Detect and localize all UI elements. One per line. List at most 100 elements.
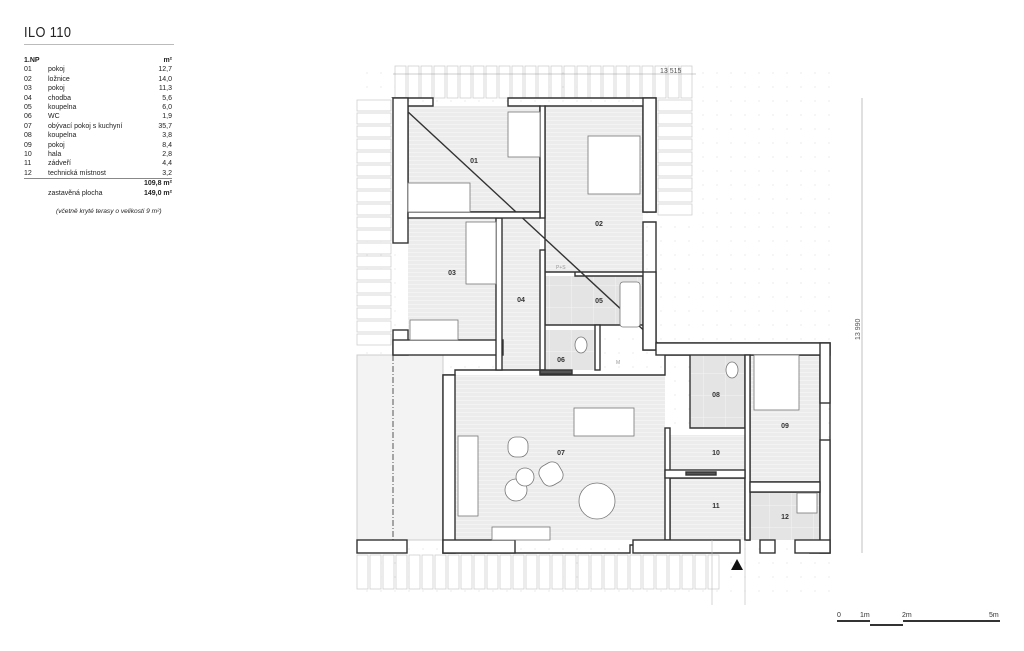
legend-room-area: 3,8 — [162, 132, 172, 140]
built-area-label: zastavěná plocha — [48, 189, 103, 197]
bed — [587, 135, 641, 195]
scale-label-2m: 2m — [902, 612, 912, 619]
deck-plank — [433, 65, 446, 99]
legend-room-num: 05 — [24, 104, 32, 112]
deck-plank — [511, 65, 524, 99]
legend-room-num: 11 — [24, 160, 32, 168]
title-divider — [24, 44, 174, 45]
toilet — [725, 361, 739, 379]
deck-plank — [657, 112, 693, 125]
legend-room-area: 14,0 — [158, 75, 172, 83]
deck-plank — [657, 203, 693, 216]
deck-plank — [420, 65, 433, 99]
kitchen-island — [573, 407, 635, 437]
legend-room-num: 09 — [24, 141, 32, 149]
room-number-label: 06 — [557, 357, 565, 364]
deck-plank — [356, 320, 392, 333]
deck-plank — [615, 65, 628, 99]
terrace-note: (včetně kryté terasy o velikosti 9 m²) — [56, 208, 162, 215]
legend-room-num: 10 — [24, 151, 32, 159]
room-number-label: 04 — [517, 297, 525, 304]
deck-plank — [537, 65, 550, 99]
sofa — [457, 435, 479, 517]
desk — [507, 111, 541, 158]
legend-room-name: pokoj — [48, 141, 65, 149]
bed — [407, 182, 471, 213]
deck-plank — [657, 190, 693, 203]
deck-plank — [394, 65, 407, 99]
deck-plank — [589, 65, 602, 99]
terrace-decking — [356, 65, 720, 590]
deck-plank — [356, 112, 392, 125]
legend-room-name: hala — [48, 151, 62, 159]
deck-plank — [382, 554, 395, 590]
deck-plank — [628, 65, 641, 99]
legend-room-num: 07 — [24, 122, 32, 130]
deck-plank — [356, 281, 392, 294]
legend-room-num: 06 — [24, 113, 32, 121]
room-number-label: 09 — [781, 423, 789, 430]
scale-label-1m: 1m — [860, 612, 870, 619]
deck-plank — [655, 554, 668, 590]
deck-plank — [499, 554, 512, 590]
deck-plank — [356, 164, 392, 177]
deck-plank — [473, 554, 486, 590]
deck-plank — [654, 65, 667, 99]
deck-plank — [498, 65, 511, 99]
legend-room-name: chodba — [48, 94, 71, 102]
room-number-label: 08 — [712, 392, 720, 399]
furniture — [407, 111, 818, 541]
deck-plank — [369, 554, 382, 590]
legend-room-name: ložnice — [48, 75, 70, 83]
legend-room-area: 4,4 — [162, 160, 172, 168]
room-number-label: 01 — [470, 158, 478, 165]
built-area-value: 149,0 m² — [143, 189, 172, 197]
room-number-label: 02 — [595, 221, 603, 228]
legend-room-name: pokoj — [48, 85, 65, 93]
legend-room-num: 12 — [24, 169, 32, 177]
deck-plank — [421, 554, 434, 590]
legend-room-num: 03 — [24, 85, 32, 93]
room-number-label: 05 — [595, 298, 603, 305]
deck-plank — [694, 554, 707, 590]
deck-plank — [667, 65, 680, 99]
bed — [753, 354, 800, 411]
deck-plank — [356, 294, 392, 307]
scale-label-0: 0 — [837, 612, 841, 619]
deck-plank — [512, 554, 525, 590]
washer-dryer-label: P+S — [556, 265, 566, 271]
legend-room-name: WC — [48, 113, 60, 121]
deck-plank — [657, 164, 693, 177]
deck-plank — [356, 190, 392, 203]
room-number-label: 12 — [781, 514, 789, 521]
room-number-label: 03 — [448, 270, 456, 277]
deck-plank — [657, 138, 693, 151]
scale-bar: 0 1m 2m 5m — [837, 612, 1000, 626]
deck-plank — [657, 99, 693, 112]
deck-plank — [525, 554, 538, 590]
room-number-label: 10 — [712, 450, 720, 457]
legend-room-area: 3,2 — [162, 169, 172, 177]
toilet — [574, 336, 588, 354]
deck-plank — [356, 216, 392, 229]
scale-label-5m: 5m — [989, 612, 999, 619]
deck-plank — [485, 65, 498, 99]
deck-plank — [642, 554, 655, 590]
total-area: 109,8 m² — [138, 178, 172, 189]
deck-plank — [395, 554, 408, 590]
kitchen-m-label: M — [616, 360, 620, 366]
deck-plank — [641, 65, 654, 99]
deck-plank — [616, 554, 629, 590]
deck-plank — [356, 138, 392, 151]
deck-plank — [577, 554, 590, 590]
bathtub — [619, 281, 641, 328]
